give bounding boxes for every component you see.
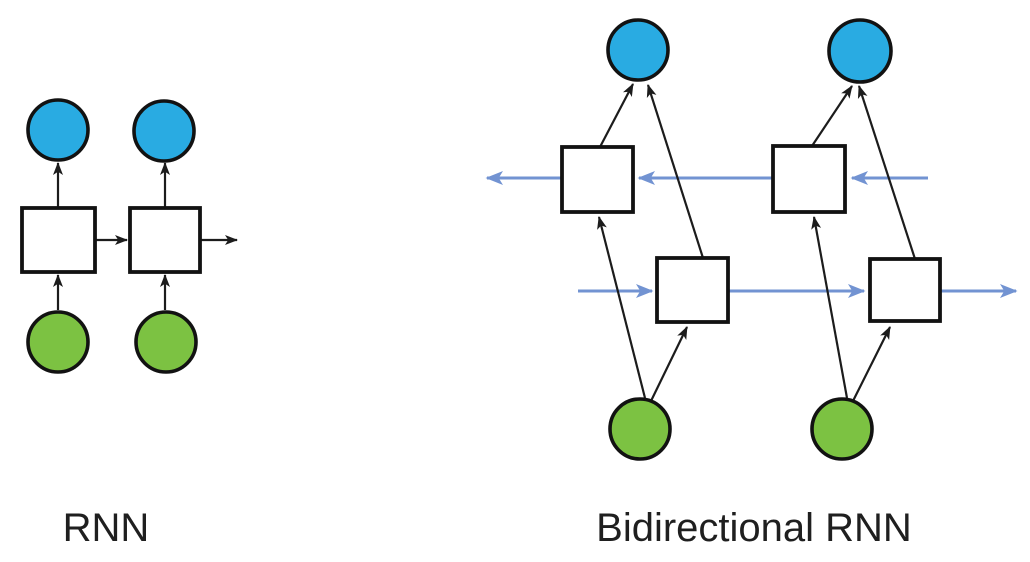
- edge-input2-to-backward2: [811, 216, 849, 399]
- edge-forward2-to-output2: [857, 85, 917, 260]
- output-node-2: [132, 99, 196, 163]
- hidden-node-2: [128, 206, 202, 274]
- forward-hidden-node-2: [868, 257, 942, 323]
- bi-input-node-1: [608, 397, 672, 461]
- forward-hidden-node-1: [655, 256, 730, 324]
- rnn-label: RNN: [63, 506, 150, 550]
- edge-forward1-to-output1: [646, 84, 705, 259]
- bi-output-node-1: [606, 18, 670, 82]
- input-node-2: [134, 310, 198, 374]
- edge-input1-to-backward1: [597, 216, 647, 399]
- backward-hidden-node-1: [560, 145, 635, 214]
- bi-input-node-2: [810, 397, 874, 461]
- backward-hidden-node-2: [771, 144, 847, 214]
- bidirectional-rnn-diagram: Bidirectional RNN: [485, 18, 1018, 550]
- edge-backward2-to-output2: [811, 85, 853, 147]
- output-node-1: [26, 98, 90, 162]
- hidden-node-1: [20, 206, 97, 274]
- edge-input1-to-forward1: [650, 326, 688, 402]
- input-node-1: [26, 310, 90, 374]
- bidirectional-rnn-label: Bidirectional RNN: [596, 506, 912, 550]
- rnn-diagram: RNN: [20, 98, 238, 550]
- edge-input2-to-forward2: [852, 326, 891, 402]
- bi-output-node-2: [827, 18, 893, 84]
- edge-backward1-to-output1: [599, 83, 634, 148]
